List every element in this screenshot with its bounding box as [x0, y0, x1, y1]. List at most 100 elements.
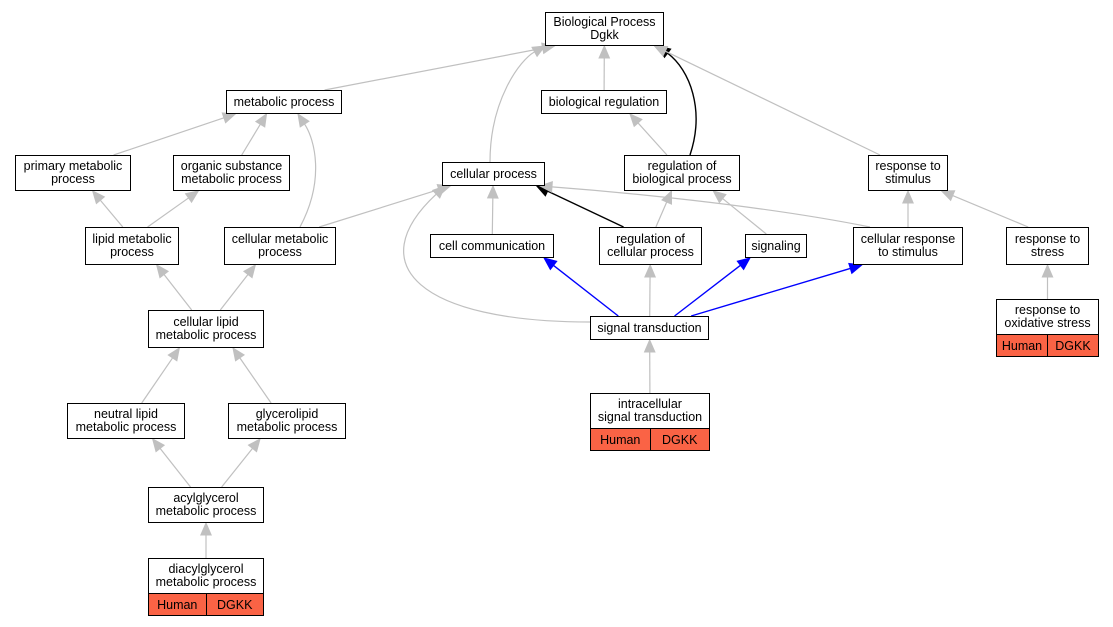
- node-label: organic substance metabolic process: [180, 159, 283, 186]
- go-node-regulation-of-biological-process[interactable]: regulation of biological process: [624, 155, 740, 191]
- edge-cellresp-to-cellproc: [551, 186, 871, 228]
- node-label: metabolic process: [233, 94, 335, 109]
- node-label: regulation of biological process: [632, 159, 732, 186]
- go-node-response-to-stimulus[interactable]: response to stimulus: [868, 155, 948, 191]
- go-node-organic-substance-metabolic-process[interactable]: organic substance metabolic process: [173, 155, 290, 191]
- edge-signaling-to-regbio: [722, 198, 767, 235]
- edge-regcell-to-cellproc: [547, 190, 624, 228]
- go-node-response-to-stress[interactable]: response to stress: [1006, 227, 1089, 265]
- edge-neutral-to-celllipid: [141, 357, 174, 404]
- go-node-biological-regulation[interactable]: biological regulation: [541, 90, 667, 114]
- node-label: cellular response to stimulus: [860, 232, 956, 259]
- edge-arrowhead: [155, 264, 170, 279]
- go-node-biological-process[interactable]: Biological Process Dgkk: [545, 12, 664, 46]
- go-node-lipid-metabolic-process[interactable]: lipid metabolic process: [85, 227, 179, 265]
- edge-acyl-to-neutral: [159, 448, 192, 488]
- edge-arrowhead: [940, 190, 956, 202]
- edge-cellcomm-to-cellproc: [491, 197, 494, 235]
- edge-arrowhead: [543, 257, 558, 271]
- node-label: acylglycerol metabolic process: [155, 491, 257, 518]
- edge-arrowhead: [643, 338, 656, 353]
- edge-celllipid-to-cellmet: [219, 274, 249, 311]
- edge-arrowhead: [1041, 263, 1054, 278]
- edge-glycero-to-celllipid: [239, 357, 272, 404]
- node-label: Biological Process Dgkk: [553, 15, 656, 42]
- edge-arrowhead: [167, 346, 181, 362]
- gene-tag: DGKK: [205, 594, 263, 615]
- go-node-cellular-lipid-metabolic-process[interactable]: cellular lipid metabolic process: [148, 310, 264, 348]
- edge-stress-to-stimulus: [952, 195, 1029, 228]
- edge-sigtrans-to-cellproc: [403, 193, 591, 323]
- node-label: cellular lipid metabolic process: [155, 315, 257, 342]
- edge-arrowhead: [297, 112, 310, 128]
- edge-organic-to-metabolic: [241, 123, 261, 156]
- node-label: cell communication: [438, 238, 546, 253]
- edge-arrowhead: [644, 263, 657, 278]
- go-node-acylglycerol-metabolic-process[interactable]: acylglycerol metabolic process: [148, 487, 264, 523]
- edge-cellmet-to-cellproc: [319, 189, 439, 228]
- species-tag: Human: [591, 429, 650, 450]
- edge-lipid-to-organic: [147, 197, 189, 228]
- go-node-regulation-of-cellular-process[interactable]: regulation of cellular process: [599, 227, 702, 265]
- edge-stimulus-to-root: [665, 50, 881, 156]
- edge-arrowhead: [232, 346, 246, 362]
- edge-metabolic-to-root: [324, 47, 543, 91]
- go-node-metabolic-process[interactable]: metabolic process: [226, 90, 342, 114]
- edge-arrowhead: [598, 44, 611, 59]
- edge-arrowhead: [653, 45, 669, 57]
- edge-celllipid-to-lipid: [163, 274, 193, 311]
- node-label: signaling: [751, 238, 801, 253]
- node-label: diacylglycerol metabolic process: [155, 562, 257, 589]
- edge-arrowhead: [431, 185, 446, 199]
- node-label: primary metabolic process: [23, 159, 123, 186]
- go-node-cell-communication[interactable]: cell communication: [430, 234, 554, 258]
- edge-acyl-to-glycero: [221, 448, 253, 488]
- node-label: cellular metabolic process: [231, 232, 329, 259]
- node-label: neutral lipid metabolic process: [75, 407, 177, 434]
- go-node-glycerolipid-metabolic-process[interactable]: glycerolipid metabolic process: [228, 403, 346, 439]
- edge-arrowhead: [629, 113, 643, 128]
- node-label: glycerolipid metabolic process: [236, 407, 338, 434]
- node-label: cellular process: [450, 166, 537, 181]
- edge-arrowhead: [902, 189, 914, 204]
- edge-arrowhead: [221, 112, 237, 124]
- node-label: response to oxidative stress: [1004, 303, 1091, 330]
- edge-arrowhead: [200, 521, 212, 536]
- edge-regcell-to-regbio: [655, 201, 668, 228]
- edge-regbio-to-bioreg: [637, 122, 668, 156]
- edge-arrowhead: [712, 190, 727, 204]
- edge-arrowhead: [661, 189, 673, 205]
- node-label: biological regulation: [548, 94, 660, 109]
- go-node-cellular-response-to-stimulus[interactable]: cellular response to stimulus: [853, 227, 963, 265]
- edge-regbio-to-root: [667, 52, 697, 156]
- edge-arrowhead: [184, 190, 200, 204]
- edge-cellproc-to-root: [489, 51, 535, 163]
- go-node-signaling[interactable]: signaling: [745, 234, 807, 258]
- species-tag: Human: [997, 335, 1047, 356]
- node-label: signal transduction: [597, 320, 702, 335]
- edge-arrowhead: [254, 112, 268, 128]
- node-label: intracellular signal transduction: [597, 397, 703, 424]
- edge-sigtrans-to-signaling: [674, 264, 741, 317]
- edge-arrowhead: [538, 180, 553, 193]
- go-node-cellular-metabolic-process[interactable]: cellular metabolic process: [224, 227, 336, 265]
- gene-tag: DGKK: [1047, 335, 1098, 356]
- go-node-neutral-lipid-metabolic-process[interactable]: neutral lipid metabolic process: [67, 403, 185, 439]
- go-node-primary-metabolic-process[interactable]: primary metabolic process: [15, 155, 131, 191]
- edge-sigtrans-to-cellresp: [690, 267, 851, 317]
- go-node-cellular-process[interactable]: cellular process: [442, 162, 545, 186]
- edge-arrowhead: [486, 184, 499, 199]
- node-label: lipid metabolic process: [92, 232, 172, 259]
- edge-arrowhead: [242, 264, 257, 279]
- edge-arrowhead: [736, 257, 751, 271]
- gene-tag: DGKK: [649, 429, 709, 450]
- go-node-signal-transduction[interactable]: signal transduction: [590, 316, 709, 340]
